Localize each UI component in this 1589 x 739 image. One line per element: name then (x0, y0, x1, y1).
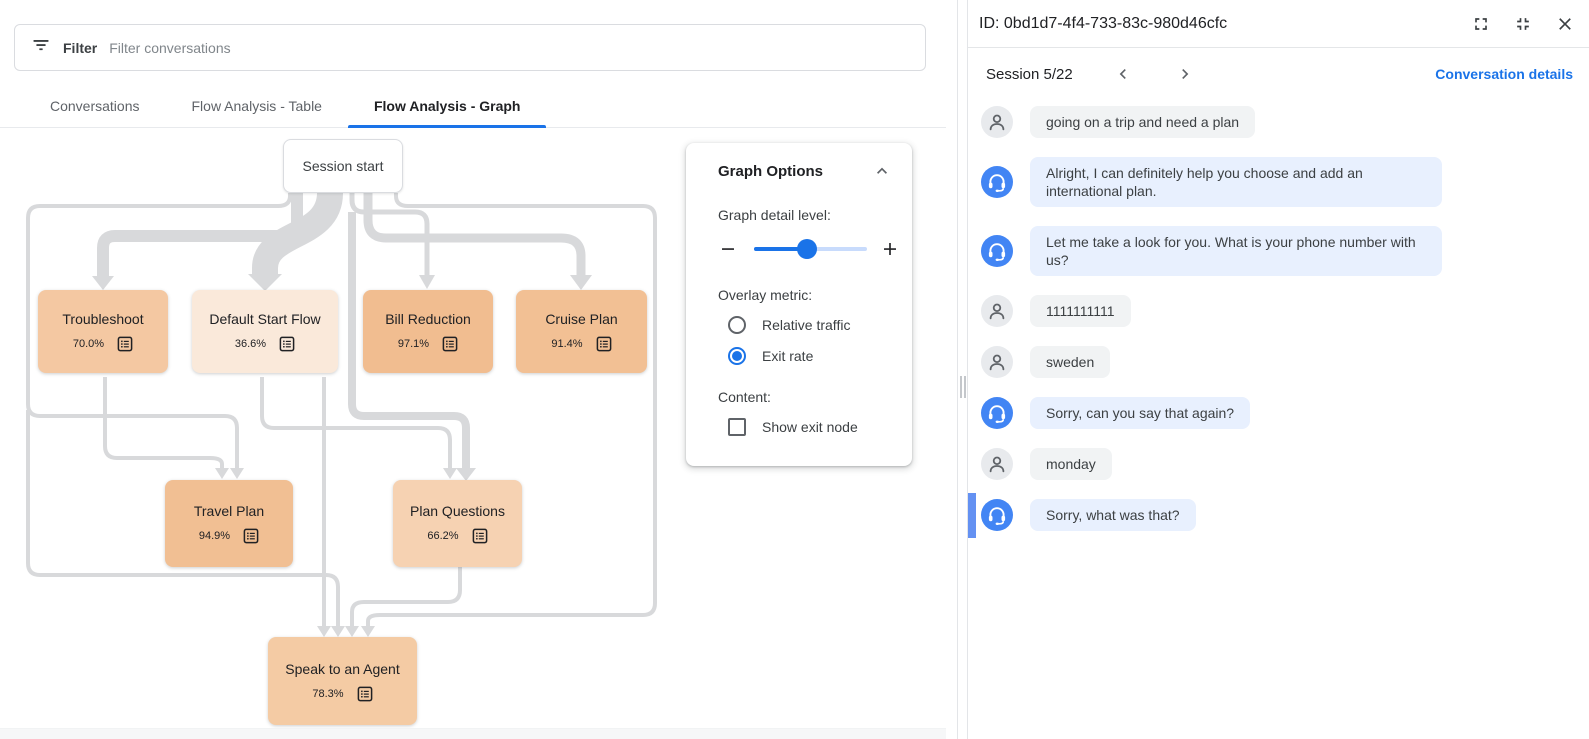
node-label: Troubleshoot (62, 311, 144, 327)
exit-rate-value: 70.0% (72, 338, 105, 350)
flow-node-bill-reduction[interactable]: Bill Reduction 97.1% (363, 290, 493, 373)
message-row-bot[interactable]: Sorry, can you say that again? (968, 397, 1589, 429)
tab-flow-analysis-graph[interactable]: Flow Analysis - Graph (347, 86, 547, 128)
message-row-bot[interactable]: Let me take a look for you. What is your… (968, 226, 1589, 276)
graph-detail-slider (718, 237, 896, 261)
panel-resize-handle[interactable] (957, 0, 968, 739)
slider-fill (754, 247, 808, 251)
checkbox[interactable] (728, 418, 746, 436)
resize-grip-icon (960, 376, 966, 398)
exit-rate-value: 94.9% (198, 530, 231, 542)
node-label: Session start (302, 158, 384, 174)
filter-bar[interactable]: Filter Filter conversations (14, 24, 926, 71)
message-row-user[interactable]: going on a trip and need a plan (968, 106, 1589, 138)
message-row-user[interactable]: monday (968, 448, 1589, 480)
message-row-bot[interactable]: Alright, I can definitely help you choos… (968, 157, 1589, 207)
flow-analysis-section: Filter Filter conversations Conversation… (0, 24, 957, 739)
user-avatar-icon (981, 295, 1013, 327)
horizontal-scrollbar[interactable] (0, 728, 946, 739)
graph-options-panel: Graph Options Graph detail level: Overla… (686, 143, 912, 466)
graph-options-title: Graph Options (718, 162, 823, 180)
exit-rate-value: 66.2% (427, 530, 459, 542)
message-bubble: going on a trip and need a plan (1030, 106, 1256, 138)
node-label: Bill Reduction (385, 311, 471, 327)
agent-headset-icon (981, 235, 1013, 267)
node-details-icon[interactable] (117, 336, 133, 352)
slider-thumb[interactable] (797, 239, 818, 259)
overlay-metric-label: Overlay metric: (718, 287, 813, 303)
flow-node-default-start-flow[interactable]: Default Start Flow 36.6% (192, 290, 338, 373)
flow-graph-canvas[interactable] (0, 128, 957, 739)
message-bubble: 1111111111 (1030, 295, 1131, 327)
session-counter: Session 5/22 (986, 65, 1073, 83)
exit-rate-value: 97.1% (397, 338, 430, 350)
node-details-icon[interactable] (243, 528, 259, 544)
fullscreen-icon[interactable] (1471, 14, 1491, 34)
selected-message-indicator (968, 493, 976, 538)
slider-increase-button[interactable] (880, 237, 900, 261)
node-details-icon[interactable] (596, 336, 612, 352)
tab-conversations[interactable]: Conversations (50, 98, 140, 114)
radio-exit-rate[interactable]: Exit rate (728, 347, 892, 365)
message-bubble: Let me take a look for you. What is your… (1030, 226, 1442, 276)
message-row-user[interactable]: sweden (968, 346, 1589, 378)
conversation-details-link[interactable]: Conversation details (1435, 66, 1573, 82)
message-row-bot-highlighted[interactable]: Sorry, what was that? (968, 493, 1589, 538)
message-bubble: Sorry, can you say that again? (1030, 397, 1251, 429)
session-nav-row: Session 5/22 Conversation details (968, 48, 1589, 100)
agent-headset-icon (981, 397, 1013, 429)
radio-button[interactable] (728, 316, 746, 334)
flow-node-plan-questions[interactable]: Plan Questions 66.2% (393, 480, 522, 567)
flow-edges (26, 191, 657, 637)
user-avatar-icon (981, 106, 1013, 138)
message-bubble: Sorry, what was that? (1030, 499, 1196, 531)
radio-relative-traffic[interactable]: Relative traffic (728, 316, 892, 334)
user-avatar-icon (981, 448, 1013, 480)
details-header: ID: 0bd1d7-4f4-733-83c-980d46cfc (968, 0, 1589, 48)
graph-detail-level-label: Graph detail level: (718, 207, 831, 223)
node-label: Travel Plan (193, 503, 265, 519)
exit-fullscreen-icon[interactable] (1513, 14, 1533, 34)
node-label: Plan Questions (410, 503, 505, 519)
filter-conversations-input[interactable]: Filter conversations (109, 39, 231, 56)
slider-decrease-button[interactable] (718, 237, 738, 261)
conversation-details-panel: ID: 0bd1d7-4f4-733-83c-980d46cfc Session… (968, 0, 1589, 739)
agent-headset-icon (981, 499, 1013, 531)
conversation-id-title: ID: 0bd1d7-4f4-733-83c-980d46cfc (979, 14, 1228, 32)
node-details-icon[interactable] (279, 336, 295, 352)
exit-rate-value: 78.3% (312, 687, 344, 700)
tab-flow-analysis-table[interactable]: Flow Analysis - Table (191, 98, 322, 114)
filter-icon (31, 35, 51, 60)
node-label: Speak to an Agent (285, 660, 400, 677)
flow-node-session-start[interactable]: Session start (283, 139, 403, 193)
next-session-button[interactable] (1173, 62, 1197, 86)
flow-node-cruise-plan[interactable]: Cruise Plan 91.4% (516, 290, 647, 373)
node-details-icon[interactable] (357, 686, 373, 702)
agent-headset-icon (981, 166, 1013, 198)
flow-node-troubleshoot[interactable]: Troubleshoot 70.0% (38, 290, 168, 373)
node-label: Default Start Flow (209, 311, 321, 327)
message-bubble: monday (1030, 448, 1112, 480)
user-avatar-icon (981, 346, 1013, 378)
tab-bar: Conversations Flow Analysis - Table Flow… (0, 86, 946, 128)
previous-session-button[interactable] (1111, 62, 1135, 86)
filter-label: Filter (63, 39, 98, 56)
exit-rate-value: 36.6% (234, 338, 267, 350)
message-list: going on a trip and need a plan Alright,… (968, 100, 1589, 538)
flow-node-travel-plan[interactable]: Travel Plan 94.9% (165, 480, 293, 567)
content-label: Content: (718, 389, 771, 405)
message-row-user[interactable]: 1111111111 (968, 295, 1589, 327)
node-details-icon[interactable] (442, 336, 458, 352)
node-details-icon[interactable] (472, 528, 488, 544)
checkbox-show-exit-node[interactable]: Show exit node (728, 418, 892, 436)
collapse-panel-icon[interactable] (872, 161, 892, 181)
flow-node-speak-to-an-agent[interactable]: Speak to an Agent 78.3% (268, 637, 417, 725)
message-bubble: sweden (1030, 346, 1111, 378)
exit-rate-value: 91.4% (551, 338, 583, 350)
radio-button-selected[interactable] (728, 347, 746, 365)
message-bubble: Alright, I can definitely help you choos… (1030, 157, 1442, 207)
close-icon[interactable] (1555, 14, 1575, 34)
node-label: Cruise Plan (545, 311, 618, 327)
